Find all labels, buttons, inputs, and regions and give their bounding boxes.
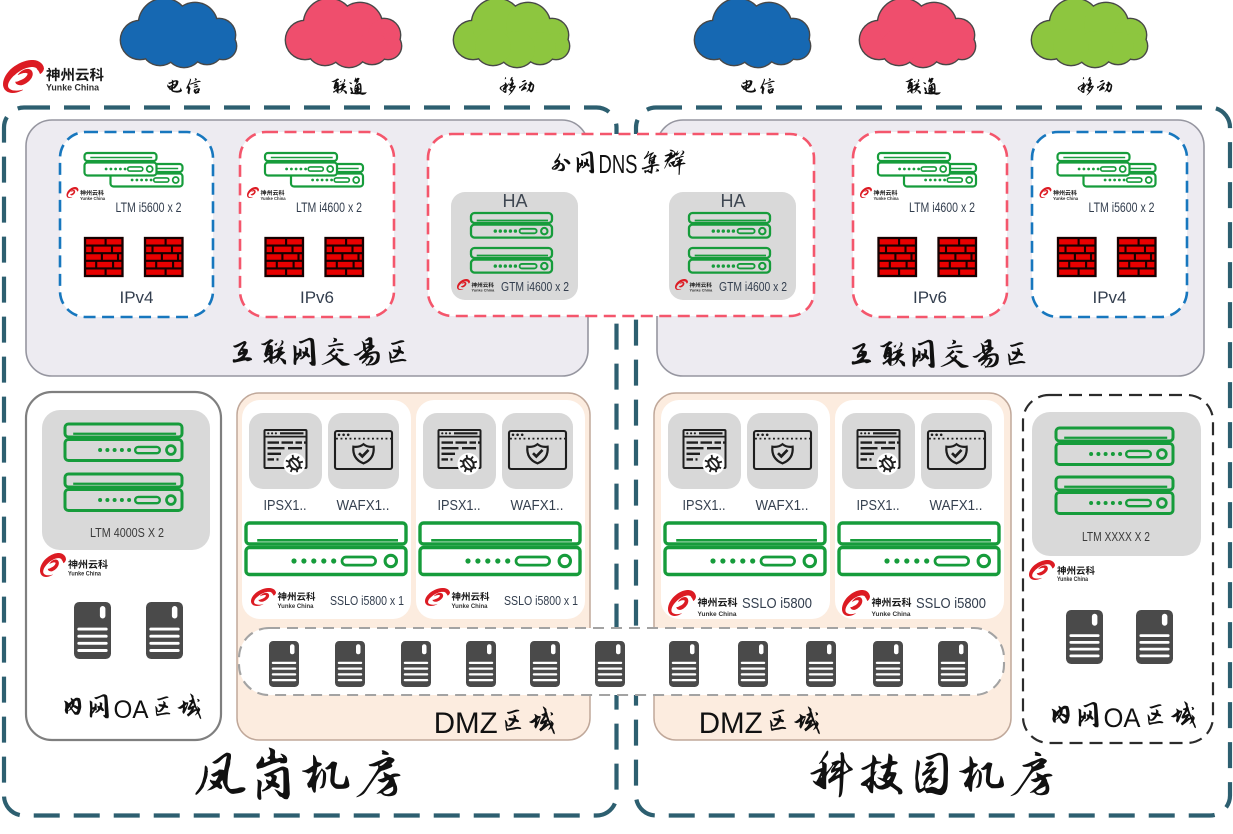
svg-text:WAFX1..: WAFX1..: [337, 498, 390, 514]
svg-text:IPSX1..: IPSX1..: [438, 498, 481, 514]
svg-text:Yunke China: Yunke China: [690, 289, 714, 293]
svg-text:DMZ: DMZ: [699, 707, 763, 740]
svg-text:Yunke China: Yunke China: [80, 196, 106, 201]
svg-text:SSLO i5800: SSLO i5800: [916, 595, 986, 612]
svg-text:IPSX1..: IPSX1..: [683, 498, 726, 514]
svg-text:Yunke China: Yunke China: [698, 611, 737, 618]
svg-text:HA: HA: [502, 191, 527, 211]
svg-text:WAFX1..: WAFX1..: [930, 498, 983, 514]
svg-text:Yunke China: Yunke China: [872, 611, 911, 618]
svg-text:LTM XXXX X 2: LTM XXXX X 2: [1082, 530, 1150, 544]
svg-text:OA: OA: [114, 696, 149, 724]
svg-text:HA: HA: [720, 191, 745, 211]
svg-text:Yunke China: Yunke China: [472, 289, 496, 293]
svg-text:DNS: DNS: [599, 151, 638, 179]
svg-text:SSLO i5800: SSLO i5800: [742, 595, 812, 612]
svg-text:Yunke China: Yunke China: [1053, 196, 1079, 201]
svg-text:Yunke China: Yunke China: [261, 196, 287, 201]
svg-text:DMZ: DMZ: [434, 707, 498, 740]
svg-text:Yunke China: Yunke China: [46, 83, 100, 94]
svg-text:LTM i4600 x 2: LTM i4600 x 2: [296, 199, 362, 215]
svg-text:Yunke China: Yunke China: [278, 604, 315, 610]
svg-text:LTM i4600 x 2: LTM i4600 x 2: [909, 199, 975, 215]
svg-text:IPv6: IPv6: [300, 288, 334, 307]
svg-text:LTM i5600 x 2: LTM i5600 x 2: [116, 199, 182, 215]
svg-text:Yunke China: Yunke China: [452, 604, 489, 610]
svg-text:IPv4: IPv4: [119, 288, 153, 307]
svg-text:Yunke China: Yunke China: [68, 571, 101, 578]
svg-text:IPSX1..: IPSX1..: [264, 498, 307, 514]
svg-text:IPv4: IPv4: [1092, 288, 1126, 307]
svg-text:WAFX1..: WAFX1..: [756, 498, 809, 514]
svg-text:OA: OA: [1104, 703, 1141, 733]
svg-text:IPSX1..: IPSX1..: [857, 498, 900, 514]
svg-text:LTM i5600 x 2: LTM i5600 x 2: [1089, 199, 1155, 215]
svg-text:GTM i4600 x 2: GTM i4600 x 2: [501, 280, 569, 294]
svg-text:WAFX1..: WAFX1..: [511, 498, 564, 514]
svg-text:Yunke China: Yunke China: [874, 196, 900, 201]
svg-text:Yunke China: Yunke China: [1057, 577, 1089, 583]
svg-text:SSLO i5800 x 1: SSLO i5800 x 1: [330, 593, 404, 608]
svg-text:SSLO i5800 x 1: SSLO i5800 x 1: [504, 593, 578, 608]
svg-text:LTM 4000S X 2: LTM 4000S X 2: [90, 526, 164, 540]
svg-text:IPv6: IPv6: [913, 288, 947, 307]
svg-text:GTM i4600 x 2: GTM i4600 x 2: [719, 280, 787, 294]
